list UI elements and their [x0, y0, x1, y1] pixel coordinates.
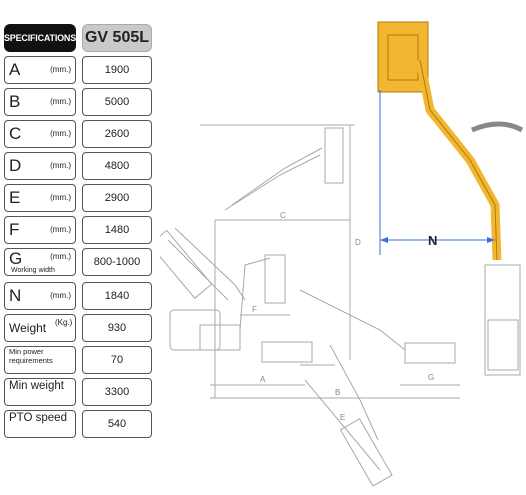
label-g: G: [428, 373, 434, 382]
dimension-drawing: [160, 124, 460, 487]
spec-small-text: Min power requirements: [9, 347, 53, 365]
yellow-arm-edge: [419, 59, 498, 261]
label-d: D: [355, 238, 361, 247]
label-c: C: [280, 211, 286, 220]
upper-head-outline: [324, 127, 344, 184]
yellow-head-detail: [387, 34, 419, 81]
specifications-label: SPECIFICATIONS: [3, 33, 77, 43]
spec-row-min-weight: Min weight 3300: [0, 378, 160, 406]
spec-row-e: E (mm.) 2900: [0, 184, 160, 212]
spec-label-cell: B (mm.): [4, 88, 76, 116]
spec-label-cell: C (mm.): [4, 120, 76, 148]
spec-unit: (mm.): [50, 161, 71, 170]
spec-letter: E: [9, 188, 21, 207]
spec-value: 1840: [82, 282, 152, 310]
middle-arm-outline: [239, 257, 271, 331]
spec-letter: N: [9, 286, 22, 305]
spec-letter: G: [9, 249, 23, 268]
spec-label-cell: D (mm.): [4, 152, 76, 180]
right-arm-outline: [299, 289, 406, 351]
spec-value: 70: [82, 346, 152, 374]
tractor-outline: [169, 309, 221, 351]
spec-value: 2600: [82, 120, 152, 148]
spec-value: 930: [82, 314, 152, 342]
spec-value: 2900: [82, 184, 152, 212]
spec-row-n: N (mm.) 1840: [0, 282, 160, 310]
spec-value: 540: [82, 410, 152, 438]
spec-value: 4800: [82, 152, 152, 180]
label-e: E: [340, 413, 345, 422]
spec-two-line: Min weight: [9, 380, 64, 392]
tractor-rear-outline: [484, 264, 521, 376]
spec-row-c: C (mm.) 2600: [0, 120, 160, 148]
yellow-arm: [415, 59, 502, 261]
spec-label-cell: A (mm.): [4, 56, 76, 84]
spec-value: 3300: [82, 378, 152, 406]
spec-row-a: A (mm.) 1900: [0, 56, 160, 84]
yellow-machine: [377, 21, 524, 376]
arrow-left: [380, 237, 388, 243]
label-f: F: [252, 305, 257, 314]
spec-value: 1480: [82, 216, 152, 244]
spec-unit: (mm.): [50, 225, 71, 234]
spec-unit: (mm.): [50, 193, 71, 202]
spec-label-cell: PTO speed: [4, 410, 76, 438]
lower-head-outline: [261, 341, 313, 363]
spec-label-cell: Min weight: [4, 378, 76, 406]
right-head-outline: [404, 342, 456, 364]
spec-label-cell: Min power requirements: [4, 346, 76, 374]
dimension-labels: A B C D E F G: [252, 211, 434, 422]
spec-label-cell: E (mm.): [4, 184, 76, 212]
label-a: A: [260, 375, 266, 384]
spec-value: 5000: [82, 88, 152, 116]
slope-arm-outline: [329, 344, 379, 441]
spec-value: 800-1000: [82, 248, 152, 276]
spec-letter: A: [9, 60, 21, 79]
left-arm-outline: [174, 227, 246, 301]
spec-label-cell: G (mm.) Working width: [4, 248, 76, 276]
arrow-right: [487, 237, 495, 243]
spec-letter: C: [9, 124, 22, 143]
spec-letter: B: [9, 92, 21, 111]
dimension-n: N: [379, 90, 495, 255]
spec-row-f: F (mm.) 1480: [0, 216, 160, 244]
spec-label-cell: Weight (Kg.): [4, 314, 76, 342]
spec-unit: (Kg.): [55, 318, 73, 327]
specifications-header: SPECIFICATIONS: [4, 24, 76, 52]
spec-row-pto: PTO speed 540: [0, 410, 160, 438]
spec-unit: (mm.): [50, 97, 71, 106]
spec-row-weight: Weight (Kg.) 930: [0, 314, 160, 342]
label-b: B: [335, 388, 340, 397]
spec-row-d: D (mm.) 4800: [0, 152, 160, 180]
upper-arm-outline-2: [231, 147, 323, 206]
left-head-outline: [160, 229, 213, 299]
model-header: GV 505L: [82, 24, 152, 52]
spec-row-b: B (mm.) 5000: [0, 88, 160, 116]
left-arm-outline-2: [167, 239, 229, 301]
machine-diagram: A B C D E F G N: [160, 21, 524, 487]
rotation-arrow: [471, 121, 524, 133]
label-n: N: [428, 233, 437, 248]
upper-arm-outline: [224, 154, 321, 211]
spec-row-power: Min power requirements 70: [0, 346, 160, 374]
spec-two-line: PTO speed: [9, 412, 67, 424]
tractor-hitch-outline: [199, 324, 241, 351]
tractor-rear-detail: [487, 319, 519, 371]
spec-sublabel: Working width: [11, 267, 55, 274]
spec-letter: F: [9, 220, 20, 239]
middle-head-outline: [264, 254, 286, 304]
spec-letter: D: [9, 156, 22, 175]
spec-unit: (mm.): [50, 291, 71, 300]
spec-word: Weight: [9, 321, 47, 335]
spec-unit: (mm.): [50, 65, 71, 74]
spec-unit: (mm.): [50, 252, 71, 261]
spec-label-cell: N (mm.): [4, 282, 76, 310]
model-label: GV 505L: [84, 29, 150, 46]
dimension-line-e: [304, 379, 381, 471]
spec-row-g: G (mm.) Working width 800-1000: [0, 248, 160, 276]
spec-value: 1900: [82, 56, 152, 84]
spec-unit: (mm.): [50, 129, 71, 138]
spec-label-cell: F (mm.): [4, 216, 76, 244]
slope-head-outline: [339, 418, 393, 487]
